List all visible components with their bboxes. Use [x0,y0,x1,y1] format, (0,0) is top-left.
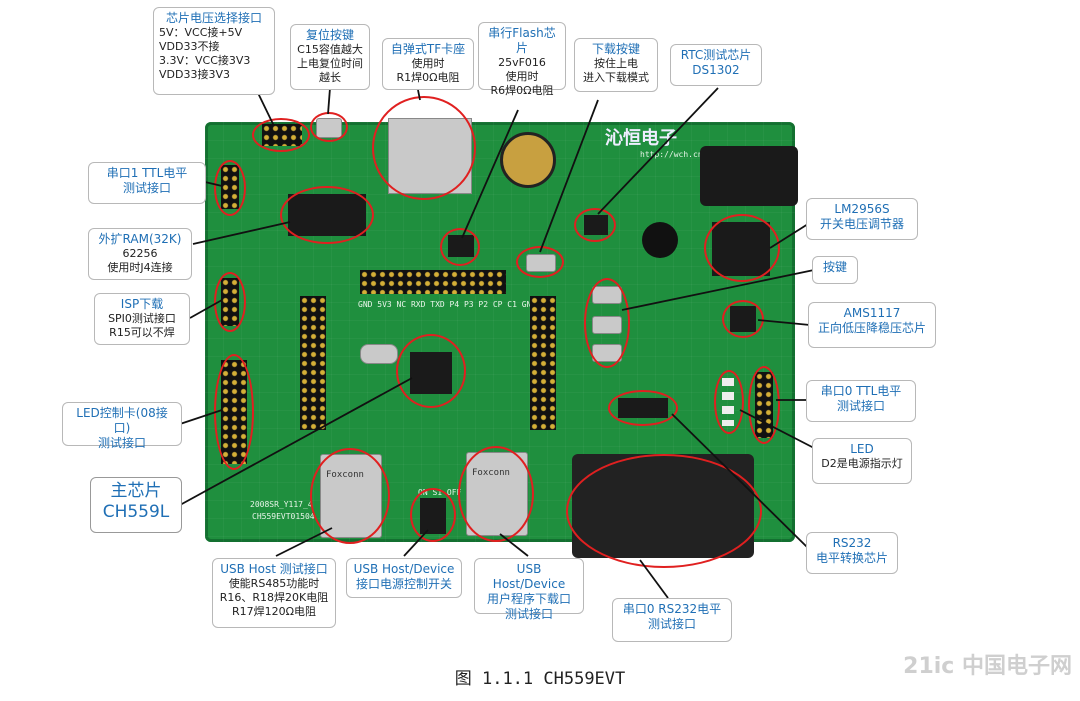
ring-voltage-select [252,118,310,152]
watermark: 21ic 中国电子网 [903,654,1072,679]
callout-uart0-ttl: 串口0 TTL电平 测试接口 [806,380,916,422]
callout-title: ISP下载 [120,297,164,311]
ring-lm2956 [704,214,780,282]
ring-ram [280,186,374,244]
left-long-header [300,296,326,430]
callout-title: 主芯片 CH559L [102,481,170,522]
callout-keys: 按键 [812,256,858,284]
callout-title: 串口1 TTL电平 测试接口 [106,166,188,195]
crystal [360,344,398,364]
ring-uart0-ttl [748,366,780,444]
callout-title: 外扩RAM(32K) [98,232,182,246]
callout-title: LM2956S 开关电压调节器 [819,202,904,231]
callout-desc: 62256 使用时J4连接 [107,247,173,274]
callout-title: USB Host 测试接口 [220,562,328,576]
callout-led-card: LED控制卡(08接口) 测试接口 [62,402,182,450]
callout-title: 按键 [822,260,847,274]
callout-chip-voltage: 芯片电压选择接口 5V：VCC接+5V VDD33不接 3.3V：VCC接3V3… [153,7,275,95]
ring-keys [584,278,630,368]
ring-download [516,246,564,278]
callout-led: LED D2是电源指示灯 [812,438,912,484]
ring-ams1117 [722,300,764,338]
ring-switch [410,488,456,542]
callout-usb-switch: USB Host/Device 接口电源控制开关 [346,558,462,598]
ring-usb-dl [458,446,534,542]
ring-usb-host [310,448,390,544]
callout-reset: 复位按键 C15容值越大 上电复位时间 越长 [290,24,370,90]
silk-id: 2008SR_Y117_4 [250,500,313,509]
callout-title: LED [850,442,874,456]
callout-title: AMS1117 正向低压降稳压芯片 [817,306,926,335]
callout-title: RTC测试芯片 DS1302 [680,48,752,77]
callout-title: 串口0 TTL电平 测试接口 [820,384,902,413]
ring-db9 [566,454,762,568]
ring-uart1 [214,160,246,216]
callout-desc: 使用时 R1焊0Ω电阻 [396,57,460,84]
figure-caption: 图 1.1.1 CH559EVT [454,669,626,689]
ring-led [714,370,744,434]
board-url: http://wch.cn [640,150,703,159]
callout-title: RS232 电平转换芯片 [815,536,888,565]
callout-uart1: 串口1 TTL电平 测试接口 [88,162,206,204]
callout-flash: 串行Flash芯片 25vF016 使用时 R6焊0Ω电阻 [478,22,566,97]
silk-name: CH559EVT01504 [252,512,315,521]
callout-usb-dl: USB Host/Device 用户程序下载口 测试接口 [474,558,584,621]
callout-desc: D2是电源指示灯 [821,457,903,470]
dc-power-jack [700,146,798,206]
callout-desc: 按住上电 进入下载模式 [583,57,649,84]
callout-main-chip: 主芯片 CH559L [90,477,182,533]
board-logo: 沁恒电子 [605,128,677,149]
callout-title: 复位按键 [305,28,354,42]
ring-rtc [574,208,616,242]
callout-desc: 使能RS485功能时 R16、R18焊20K电阻 R17焊120Ω电阻 [219,577,329,618]
callout-usb-host-test: USB Host 测试接口 使能RS485功能时 R16、R18焊20K电阻 R… [212,558,336,628]
ring-reset [310,112,348,142]
callout-title: 串行Flash芯片 [488,26,556,55]
callout-ams1117: AMS1117 正向低压降稳压芯片 [808,302,936,348]
callout-tf: 自弹式TF卡座 使用时 R1焊0Ω电阻 [382,38,474,90]
header-pin-labels: GND 5V3 NC RXD TXD P4 P3 P2 CP C1 GND [358,300,537,309]
callout-desc: C15容值越大 上电复位时间 越长 [297,43,363,84]
callout-desc: 5V：VCC接+5V VDD33不接 3.3V：VCC接3V3 VDD33接3V… [159,26,251,81]
callout-desc: SPI0测试接口 R15可以不焊 [108,312,176,339]
callout-title: 自弹式TF卡座 [390,42,466,56]
coin-battery-holder [500,132,556,188]
callout-title: 芯片电压选择接口 [165,11,262,25]
ring-flash [440,228,480,266]
callout-lm2956: LM2956S 开关电压调节器 [806,198,918,240]
top-pin-header [360,270,506,294]
ring-isp [214,272,246,332]
callout-title: USB Host/Device 接口电源控制开关 [353,562,455,591]
right-long-header [530,296,556,430]
callout-uart0-rs232: 串口0 RS232电平 测试接口 [612,598,732,642]
callout-isp: ISP下载 SPI0测试接口 R15可以不焊 [94,293,190,345]
ring-main-chip [396,334,466,408]
ring-led-card [214,354,254,470]
callout-title: 下载按键 [591,42,640,56]
callout-download: 下载按键 按住上电 进入下载模式 [574,38,658,92]
callout-rtc: RTC测试芯片 DS1302 [670,44,762,86]
ring-tf [372,96,476,200]
callout-desc: 25vF016 使用时 R6焊0Ω电阻 [490,56,554,97]
callout-title: 串口0 RS232电平 测试接口 [622,602,722,631]
inductor [642,222,678,258]
callout-title: LED控制卡(08接口) 测试接口 [76,406,168,450]
callout-ram: 外扩RAM(32K) 62256 使用时J4连接 [88,228,192,280]
ring-rs232 [608,390,678,426]
callout-title: USB Host/Device 用户程序下载口 测试接口 [486,562,571,621]
callout-rs232: RS232 电平转换芯片 [806,532,898,574]
